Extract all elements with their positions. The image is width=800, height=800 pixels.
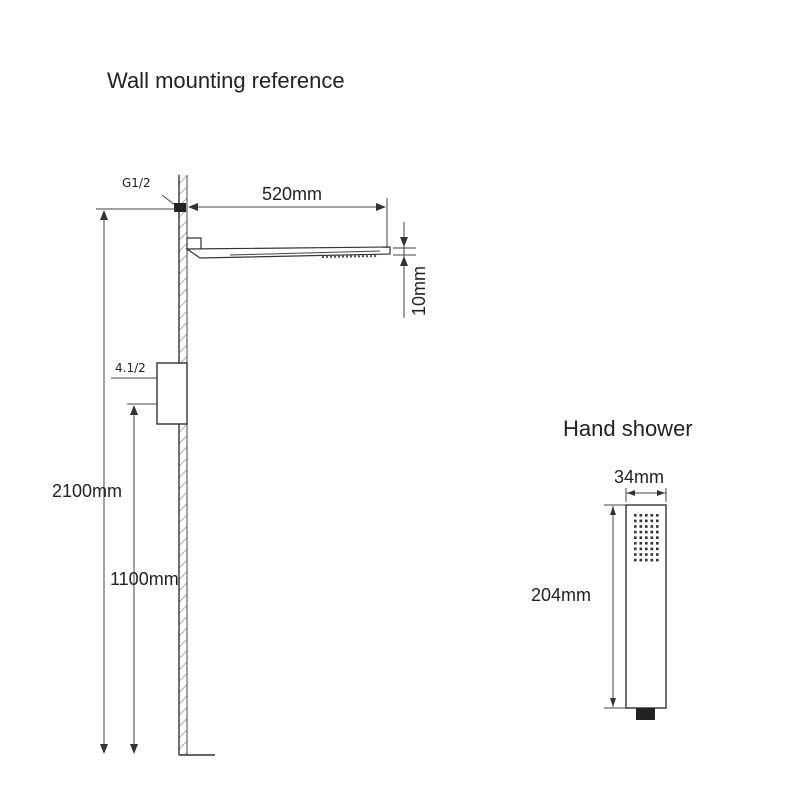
nozzle-dot [656,530,659,534]
nozzle-dot [634,547,637,551]
nozzle-dot [639,547,643,551]
arm-length-label: 520mm [262,184,322,204]
hand-shower-length-label: 204mm [531,585,591,605]
nozzle-dot [634,542,637,545]
nozzle-dot [634,558,637,562]
nozzle-dot [650,525,654,528]
nozzle-dot [650,542,654,545]
mixing-valve: 4.1/2 [111,361,188,425]
valve-label: 4.1/2 [115,361,146,375]
nozzle-grid [634,514,659,562]
inlet-label: G1/2 [122,176,151,190]
hand-shower [625,504,667,720]
valve-height-label: 1100mm [110,569,179,589]
nozzle-dot [634,525,637,528]
nozzle-dot [639,530,643,534]
nozzle-dot [645,558,648,562]
nozzle-dot [656,553,659,556]
head-height-label: 2100mm [52,481,122,501]
nozzle-dot [656,519,659,523]
nozzle-dot [639,558,643,562]
nozzle-dot [645,553,648,556]
wall-mounting-title: Wall mounting reference [107,68,345,93]
nozzle-dot [650,519,654,523]
nozzle-dot [656,547,659,551]
nozzle-dot [656,542,659,545]
nozzle-dot [639,542,643,545]
nozzle-dot [634,519,637,523]
hand-shower-width-dimension: 34mm [614,467,667,502]
nozzle-dot [645,536,648,539]
nozzle-dot [650,553,654,556]
nozzle-dot [639,519,643,523]
hand-shower-title: Hand shower [563,416,693,441]
nozzle-dot [650,536,654,539]
nozzle-dot [645,519,648,523]
wall [178,175,215,756]
nozzle-dot [634,536,637,539]
nozzle-dot [639,553,643,556]
arm-length-dimension: 520mm [188,184,388,248]
nozzle-dot [634,553,637,556]
water-inlet: G1/2 [122,176,186,212]
nozzle-dot [645,525,648,528]
nozzle-dot [634,530,637,534]
head-thickness-label: 10mm [409,266,429,316]
nozzle-dot [645,514,648,517]
nozzle-dot [656,536,659,539]
nozzle-dot [656,525,659,528]
nozzle-dot [639,514,643,517]
hand-shower-length-dimension: 204mm [531,504,626,709]
nozzle-dot [645,530,648,534]
nozzle-dot [639,525,643,528]
nozzle-dot [656,558,659,562]
nozzle-dot [650,558,654,562]
valve-height-dimension: 1100mm [110,405,179,754]
nozzle-dot [656,514,659,517]
nozzle-dot [645,542,648,545]
nozzle-dot [650,514,654,517]
nozzle-dot [634,514,637,517]
nozzle-dot [645,547,648,551]
shower-arm [185,237,391,259]
nozzle-dot [650,530,654,534]
nozzle-dot [639,536,643,539]
head-thickness-dimension: 10mm [393,222,429,318]
head-height-dimension: 2100mm [52,208,176,754]
nozzle-dot [650,547,654,551]
hand-shower-width-label: 34mm [614,467,664,487]
